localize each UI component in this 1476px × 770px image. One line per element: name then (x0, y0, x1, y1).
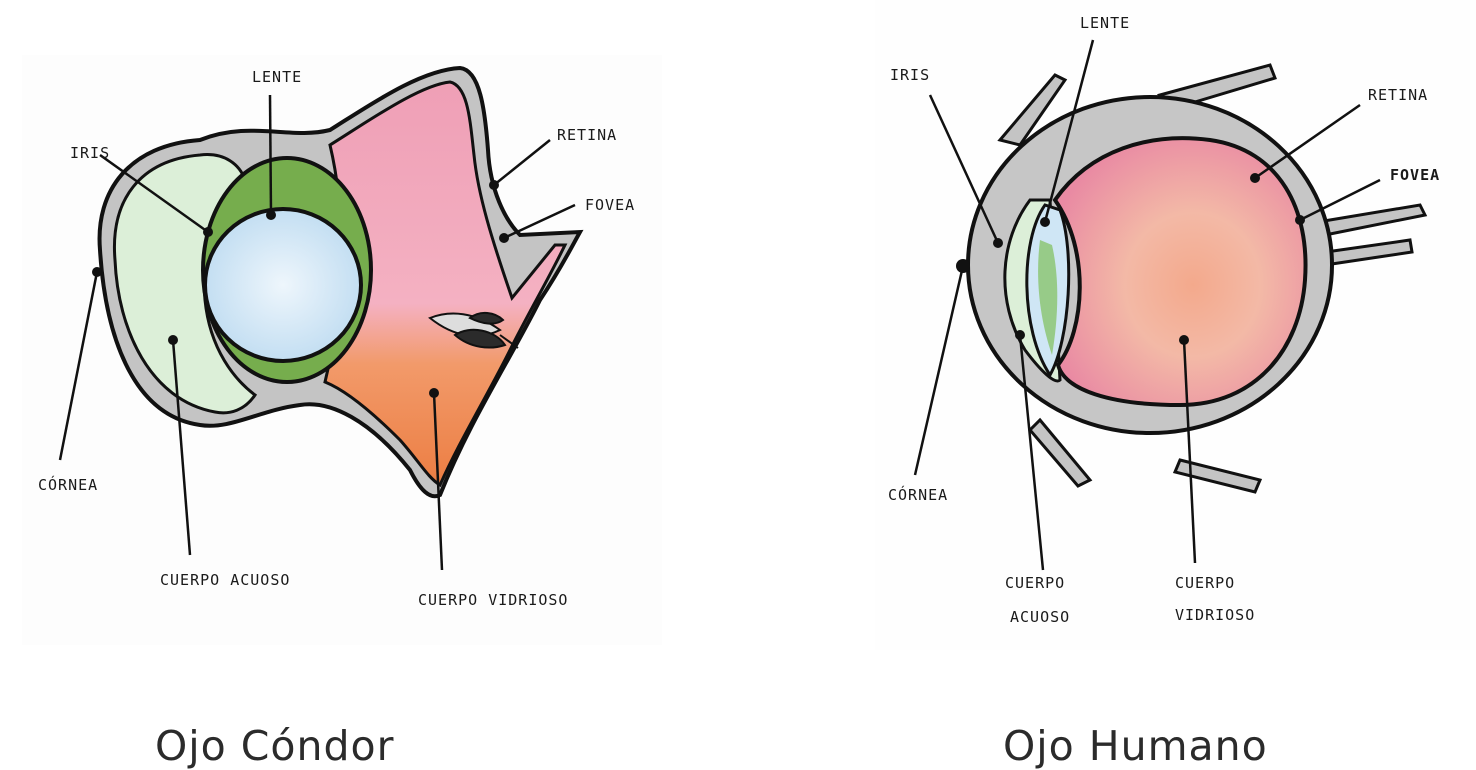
human-label-cornea: CÓRNEA (888, 485, 948, 504)
condor-eye: LENTE IRIS RETINA FOVEA CÓRNEA CUERPO AC… (38, 68, 635, 609)
human-label-vitreo-1: CUERPO (1175, 574, 1235, 592)
condor-label-iris: IRIS (70, 144, 110, 162)
human-label-acuoso-1: CUERPO (1005, 574, 1065, 592)
human-label-iris: IRIS (890, 66, 930, 84)
condor-lens (205, 209, 361, 361)
human-label-lente: LENTE (1080, 14, 1130, 32)
human-label-acuoso-2: ACUOSO (1010, 608, 1070, 626)
human-eye: LENTE IRIS RETINA FOVEA CÓRNEA CUERPO AC… (888, 14, 1440, 626)
human-caption: Ojo Humano (1003, 722, 1268, 770)
condor-label-acuoso: CUERPO ACUOSO (160, 571, 290, 589)
human-label-vitreo-2: VIDRIOSO (1175, 606, 1255, 624)
human-vitreous (1055, 138, 1306, 405)
condor-label-lente: LENTE (252, 68, 302, 86)
condor-caption: Ojo Cóndor (155, 722, 394, 770)
human-label-retina: RETINA (1368, 86, 1428, 104)
condor-label-fovea: FOVEA (585, 196, 635, 214)
condor-label-cornea: CÓRNEA (38, 475, 98, 494)
condor-label-vitreo: CUERPO VIDRIOSO (418, 591, 568, 609)
condor-label-retina: RETINA (557, 126, 617, 144)
human-label-fovea: FOVEA (1390, 166, 1440, 184)
